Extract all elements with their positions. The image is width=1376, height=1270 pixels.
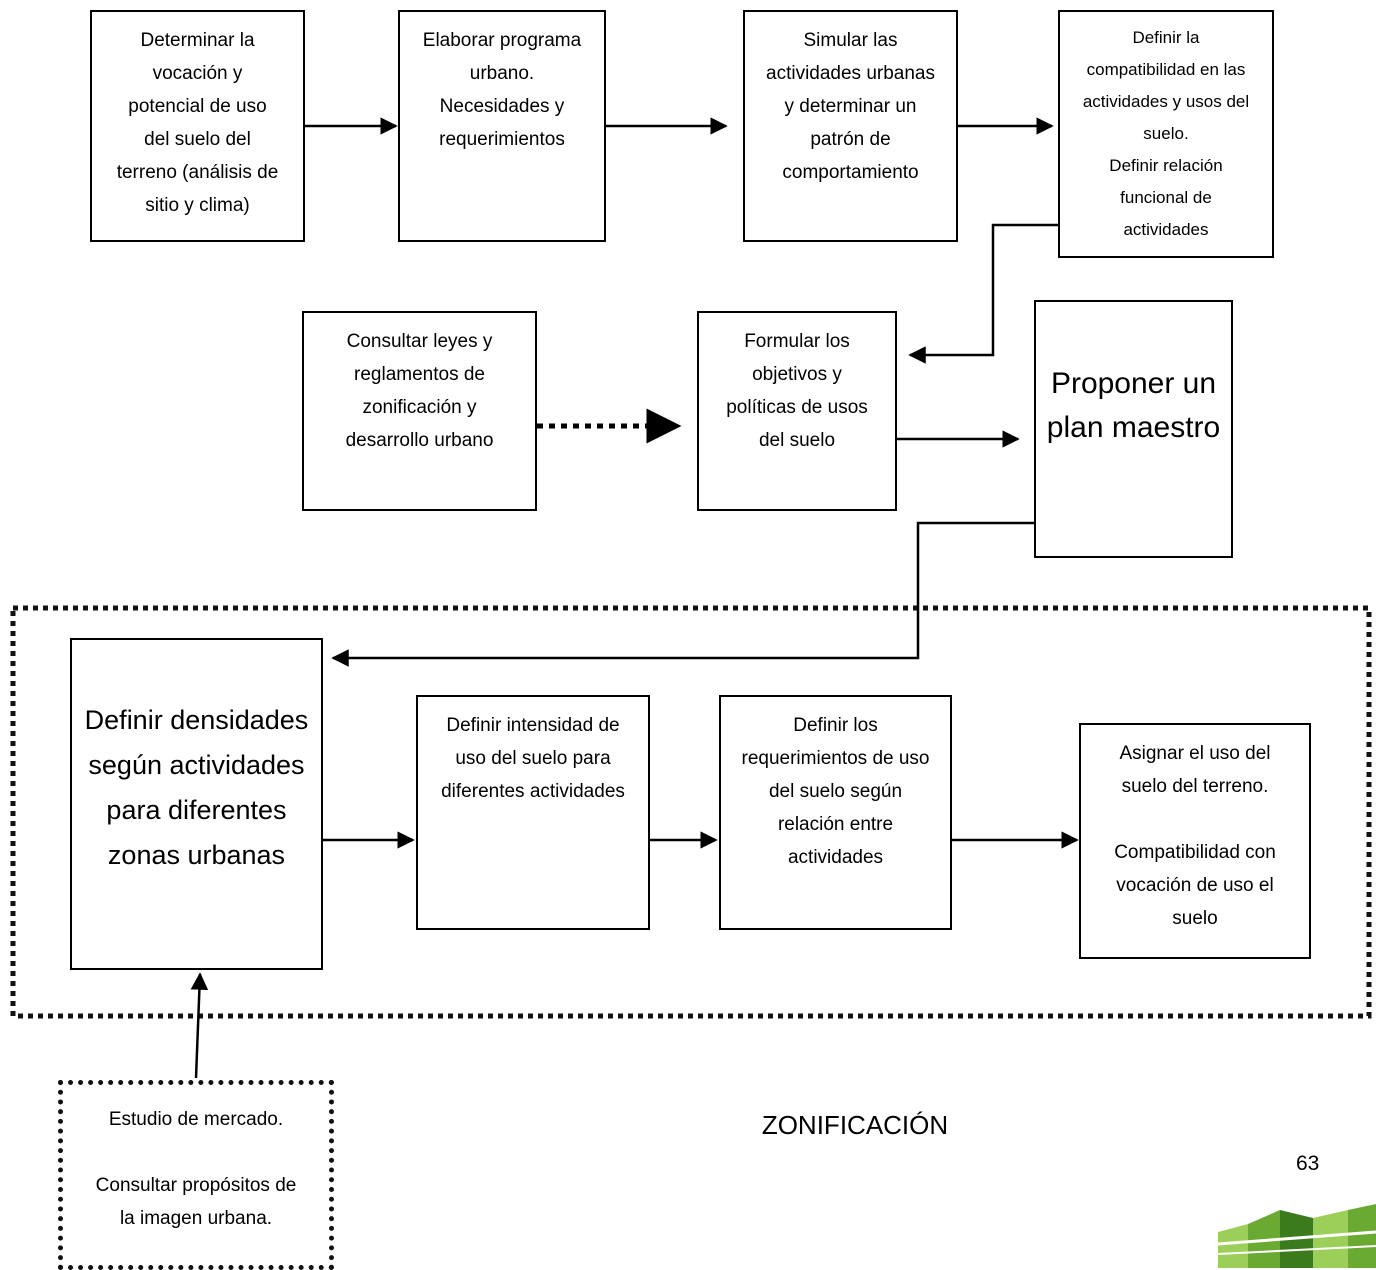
- footer-title: ZONIFICACIÓN: [761, 1110, 949, 1140]
- logo-icon: [1218, 1204, 1376, 1268]
- box-vocacion-text: Determinar la vocación y potencial de us…: [116, 30, 279, 216]
- box-densidades-text: Definir densidades según actividades par…: [84, 705, 309, 870]
- box-simular: Simular las actividades urbanas y determ…: [743, 10, 958, 242]
- page-number: 63: [1296, 1152, 1320, 1175]
- box-leyes: Consultar leyes y reglamentos de zonific…: [302, 311, 537, 511]
- zonificacion-region: [10, 605, 1372, 1019]
- box-mercado: Estudio de mercado. Consultar propósitos…: [58, 1080, 334, 1270]
- box-vocacion: Determinar la vocación y potencial de us…: [90, 10, 305, 242]
- box-plan-maestro: Proponer un plan maestro: [1034, 300, 1233, 558]
- box-intensidad-text: Definir intensidad de uso del suelo para…: [441, 715, 625, 802]
- box-mercado-text: Estudio de mercado. Consultar propósitos…: [95, 1109, 297, 1229]
- box-simular-text: Simular las actividades urbanas y determ…: [766, 30, 935, 183]
- box-programa: Elaborar programa urbano. Necesidades y …: [398, 10, 606, 242]
- box-asignar: Asignar el uso del suelo del terreno. Co…: [1079, 723, 1311, 959]
- box-requerimientos-text: Definir los requerimientos de uso del su…: [741, 715, 930, 868]
- box-compatibilidad: Definir la compatibilidad en las activid…: [1058, 10, 1274, 258]
- box-densidades: Definir densidades según actividades par…: [70, 638, 323, 970]
- box-requerimientos: Definir los requerimientos de uso del su…: [719, 695, 952, 930]
- box-intensidad: Definir intensidad de uso del suelo para…: [416, 695, 650, 930]
- box-programa-text: Elaborar programa urbano. Necesidades y …: [422, 30, 582, 150]
- arrow-plan-densidades: [331, 521, 1034, 667]
- box-leyes-text: Consultar leyes y reglamentos de zonific…: [345, 331, 494, 451]
- box-objetivos: Formular los objetivos y políticas de us…: [697, 311, 897, 511]
- box-asignar-text: Asignar el uso del suelo del terreno. Co…: [1114, 743, 1276, 929]
- box-objetivos-text: Formular los objetivos y políticas de us…: [726, 331, 868, 451]
- arrow-compatibilidad-objetivos: [908, 223, 1058, 364]
- arrow-mercado-densidades: [190, 972, 209, 1079]
- box-compatibilidad-text: Definir la compatibilidad en las activid…: [1082, 28, 1250, 239]
- box-plan-maestro-text: Proponer un plan maestro: [1046, 367, 1221, 444]
